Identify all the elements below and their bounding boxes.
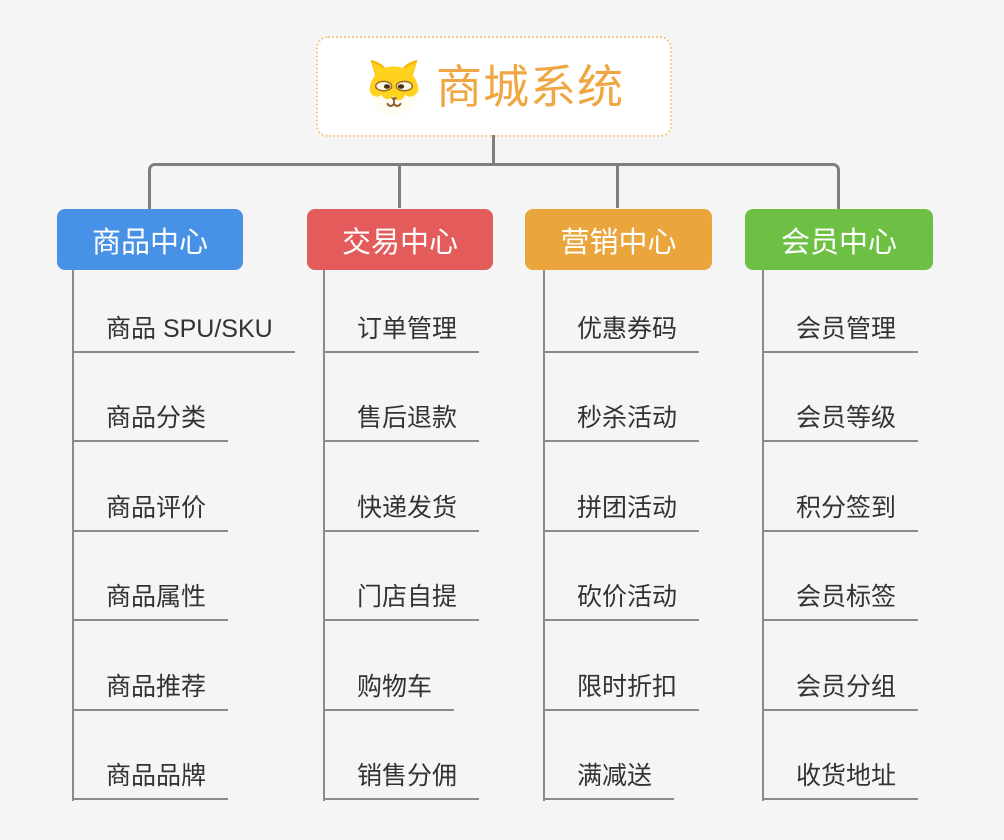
branch-leaves-product-center: 商品 SPU/SKU 商品分类 商品评价 商品属性 商品推荐 商品品牌 xyxy=(72,263,295,800)
mindmap-leaf[interactable]: 会员等级 xyxy=(762,403,919,442)
branch-line-marketing-center xyxy=(543,270,545,801)
mindmap-leaf[interactable]: 满减送 xyxy=(543,761,675,800)
branch-line-member-center xyxy=(762,270,764,801)
root-title: 商城系统 xyxy=(436,60,624,113)
mindmap-leaf[interactable]: 会员管理 xyxy=(762,314,919,353)
mindmap-leaf[interactable]: 商品 SPU/SKU xyxy=(72,314,295,353)
connector-root-drop xyxy=(492,135,495,164)
mindmap-leaf[interactable]: 门店自提 xyxy=(323,582,480,621)
mindmap-leaf[interactable]: 会员标签 xyxy=(762,582,919,621)
connector-drop-trade xyxy=(398,165,401,208)
mindmap-leaf[interactable]: 快递发货 xyxy=(323,493,480,532)
mindmap-leaf[interactable]: 拼团活动 xyxy=(543,493,700,532)
mindmap-leaf[interactable]: 商品属性 xyxy=(72,582,229,621)
mindmap-leaf[interactable]: 收货地址 xyxy=(762,761,919,800)
mindmap-leaf[interactable]: 限时折扣 xyxy=(543,672,700,711)
mindmap-leaf[interactable]: 商品分类 xyxy=(72,403,229,442)
branch-line-trade-center xyxy=(323,270,325,801)
dog-face-icon xyxy=(369,59,419,115)
mindmap-leaf[interactable]: 优惠券码 xyxy=(543,314,700,353)
branch-leaves-marketing-center: 优惠券码 秒杀活动 拼团活动 砍价活动 限时折扣 满减送 xyxy=(543,263,700,800)
mindmap-leaf[interactable]: 秒杀活动 xyxy=(543,403,700,442)
mindmap-leaf[interactable]: 订单管理 xyxy=(323,314,480,353)
connector-drop-marketing xyxy=(616,165,619,208)
mindmap-leaf[interactable]: 销售分佣 xyxy=(323,761,480,800)
branch-line-product-center xyxy=(72,270,74,801)
branch-header-member-center[interactable]: 会员中心 xyxy=(745,209,933,270)
branch-header-trade-center[interactable]: 交易中心 xyxy=(307,209,493,270)
mindmap-leaf[interactable]: 商品推荐 xyxy=(72,672,229,711)
mindmap-leaf[interactable]: 会员分组 xyxy=(762,672,919,711)
branch-header-product-center[interactable]: 商品中心 xyxy=(57,209,243,270)
mindmap-leaf[interactable]: 商品品牌 xyxy=(72,761,229,800)
branch-leaves-member-center: 会员管理 会员等级 积分签到 会员标签 会员分组 收货地址 xyxy=(762,263,919,800)
mindmap-leaf[interactable]: 售后退款 xyxy=(323,403,480,442)
root-node[interactable]: 商城系统 xyxy=(316,36,672,137)
mindmap-leaf[interactable]: 砍价活动 xyxy=(543,582,700,621)
connector-elbow-right xyxy=(493,163,840,211)
mindmap-leaf[interactable]: 购物车 xyxy=(323,672,455,711)
mindmap-leaf[interactable]: 积分签到 xyxy=(762,493,919,532)
mindmap-leaf[interactable]: 商品评价 xyxy=(72,493,229,532)
connector-elbow-left xyxy=(148,163,497,211)
branch-header-marketing-center[interactable]: 营销中心 xyxy=(525,209,712,270)
branch-leaves-trade-center: 订单管理 售后退款 快递发货 门店自提 购物车 销售分佣 xyxy=(323,263,480,800)
